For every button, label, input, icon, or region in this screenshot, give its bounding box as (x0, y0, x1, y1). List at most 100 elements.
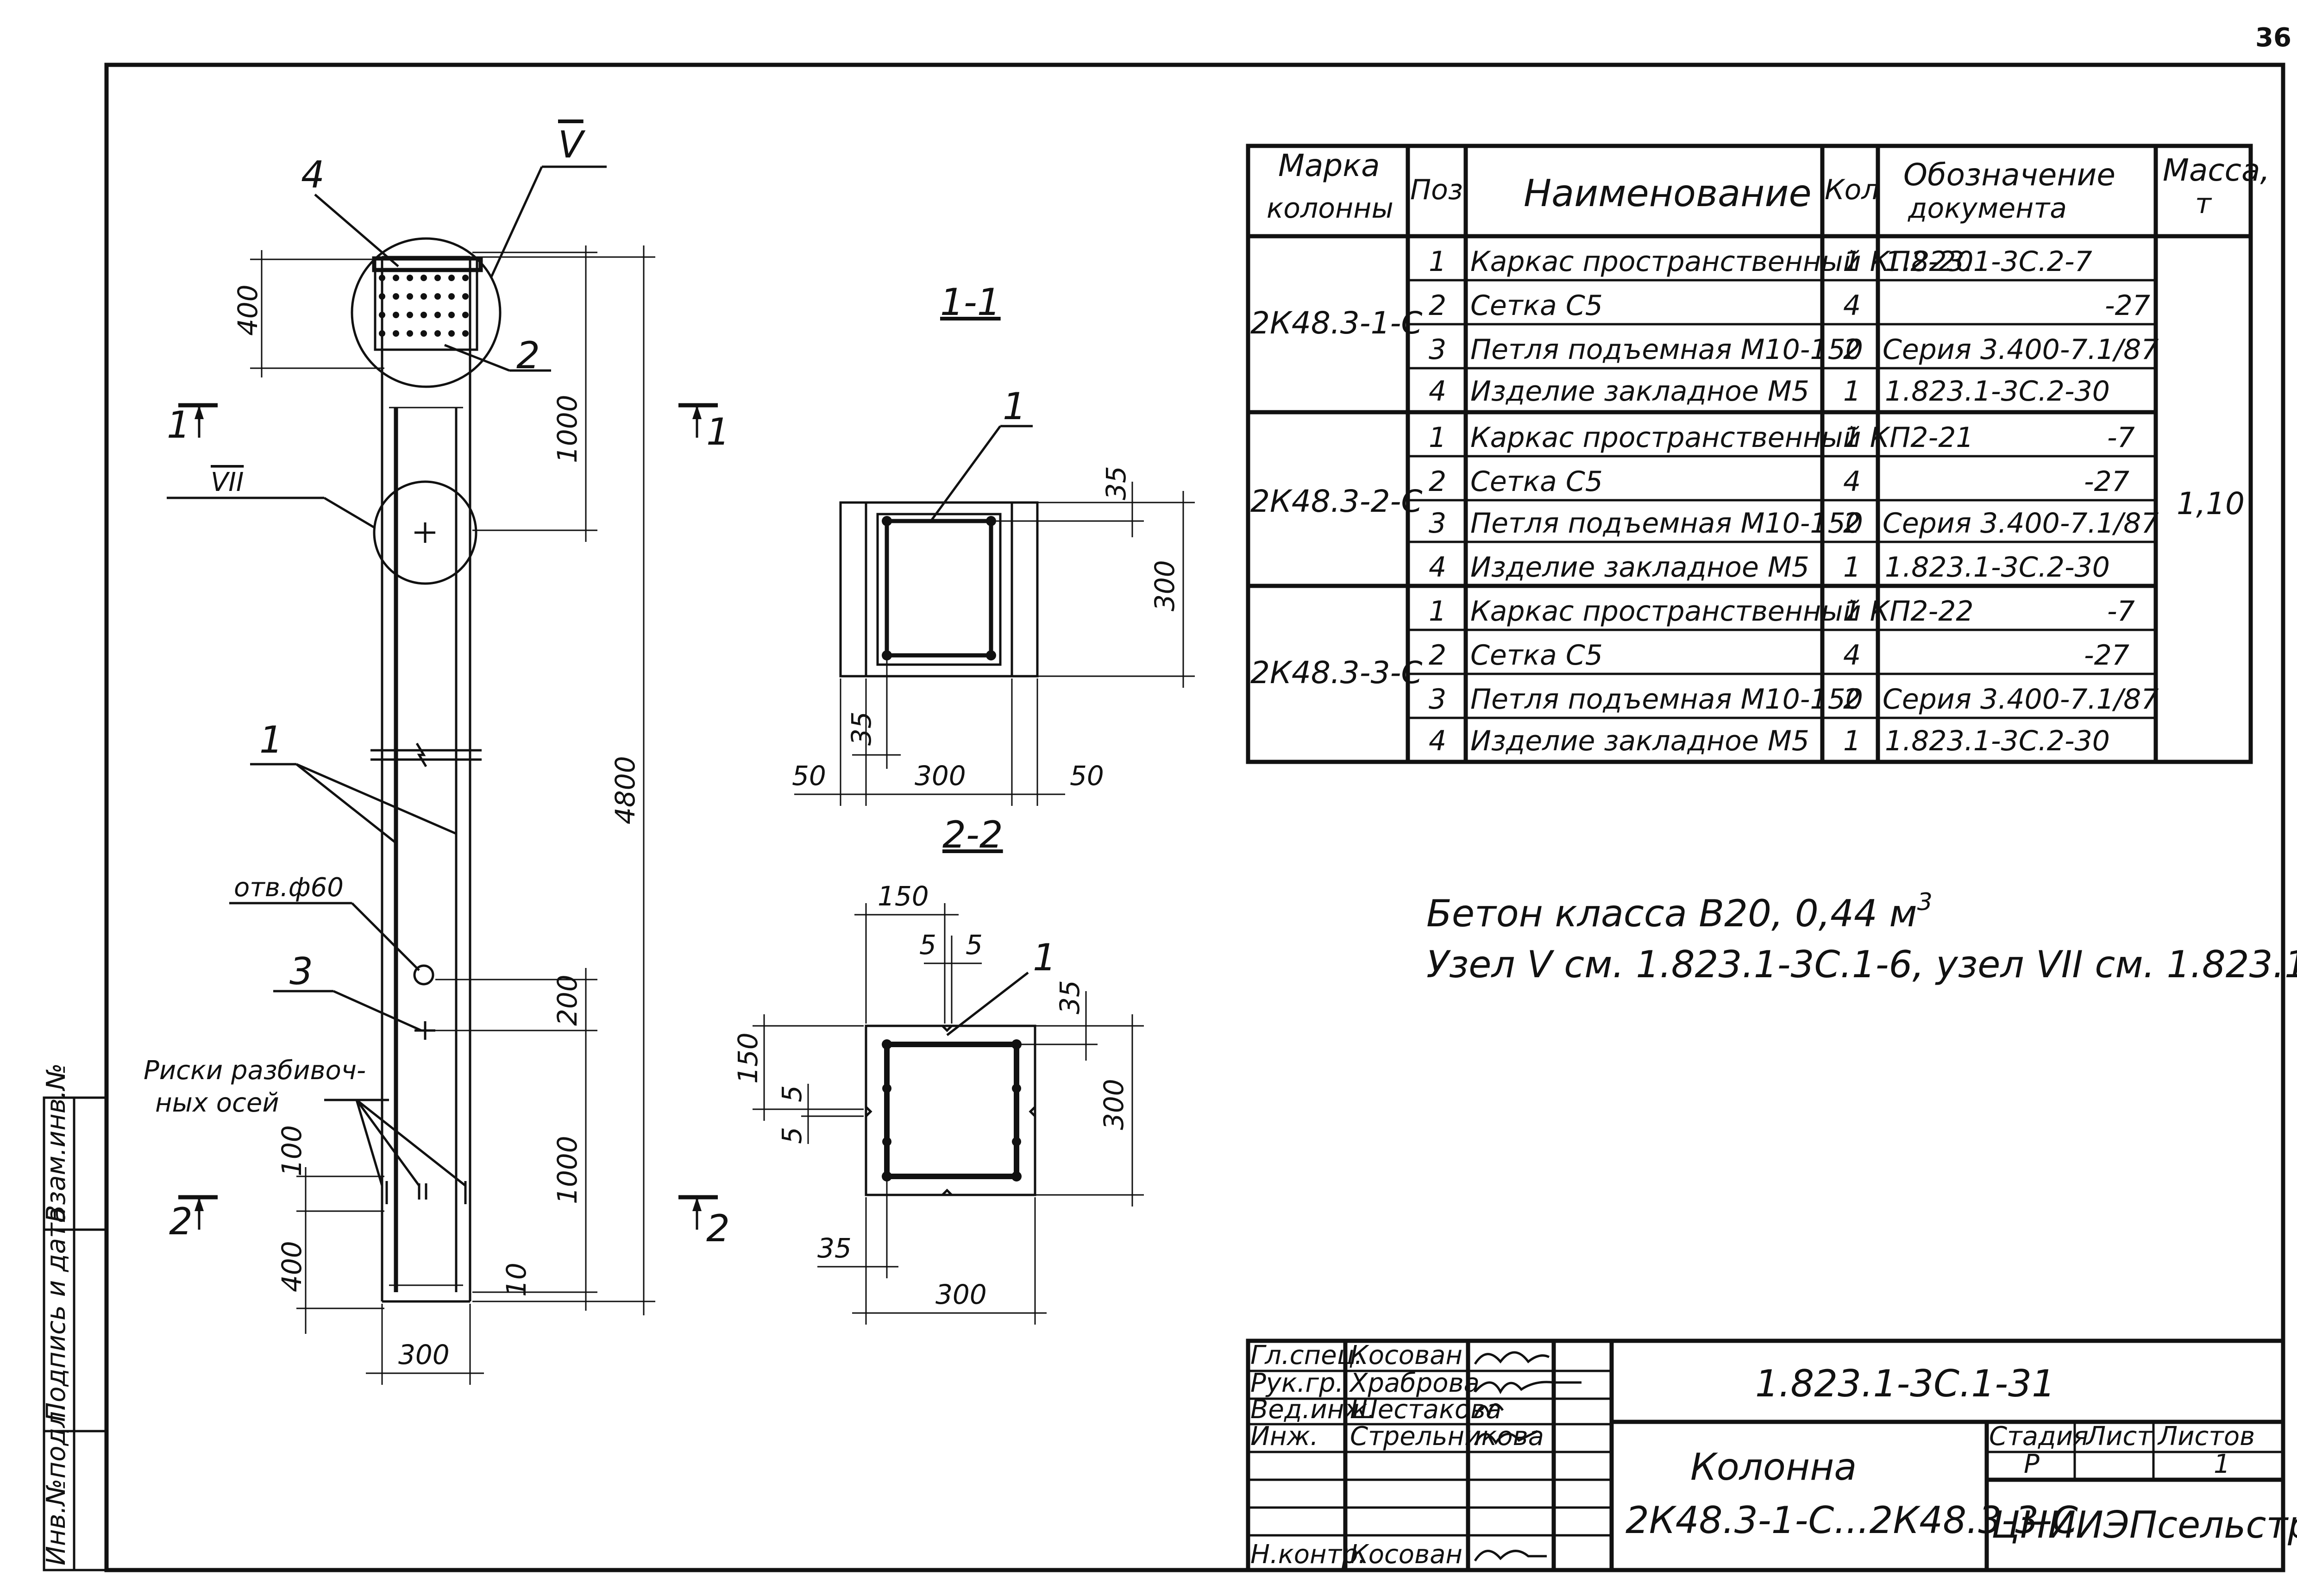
table-cell-name: Петля подъемная М10-150 (1470, 507, 1863, 540)
tb-name-2: Храброва (1349, 1368, 1480, 1398)
th-qty: Кол (1825, 174, 1879, 206)
table-cell-qty: 2 (1843, 507, 1861, 540)
tb-name-3: Шестакова (1350, 1395, 1501, 1425)
table-cell-qty: 4 (1843, 289, 1861, 322)
section-2-2-pos: 1 (1033, 936, 1056, 979)
s22-dim-5-b: 5 (966, 929, 983, 961)
hole-label: отв.ф60 (234, 873, 344, 903)
tb-role-7: Н.контр. (1250, 1539, 1367, 1570)
group-mark-1: 2К48.3-1-С (1250, 305, 1423, 341)
signatures (1474, 1351, 1582, 1562)
dim-4800: 4800 (609, 756, 641, 824)
tb-title-2: 2К48.3-1-С...2К48.3-3-С (1625, 1499, 2078, 1542)
table-cell-qty: 2 (1843, 333, 1861, 366)
s22-dim-5-c: 5 (776, 1085, 808, 1102)
section-2-2: 2-2 1 150 5 5 35 300 150 5 (732, 813, 1144, 1325)
th-mark-2: колонны (1267, 192, 1393, 225)
tb-name-1: Косован (1350, 1340, 1462, 1370)
table-cell-doc: -27 (2084, 465, 2129, 498)
table-cell-pos: 1 (1429, 421, 1446, 454)
dim-100: 100 (276, 1125, 308, 1176)
dim-200: 200 (552, 974, 583, 1026)
table-cell-qty: 1 (1843, 245, 1861, 278)
group-mark-2: 2К48.3-2-С (1250, 484, 1423, 519)
table-cell-pos: 2 (1429, 289, 1446, 322)
axis-marks-label-2: ных осей (155, 1088, 279, 1118)
tb-name-4: Стрельникова (1350, 1421, 1544, 1451)
th-mark-1: Марка (1278, 148, 1380, 183)
th-name: Наименование (1524, 172, 1812, 215)
section1-left: 1 (167, 403, 190, 446)
note-node-refs: Узел V см. 1.823.1-3С.1-6, узел VII см. … (1426, 943, 2297, 986)
s22-dim-150-left: 150 (732, 1032, 764, 1084)
table-cell-name: Изделие закладное М5 (1470, 551, 1809, 584)
table-cell-name: Сетка С5 (1470, 639, 1603, 672)
dim-1000-bot: 1000 (552, 1136, 583, 1204)
note-concrete: Бетон класса В20, 0,44 м3 (1426, 888, 1933, 935)
table-cell-qty: 4 (1843, 465, 1861, 498)
table-cell-qty: 1 (1843, 375, 1861, 408)
th-mass-1: Масса, (2163, 152, 2270, 188)
s11-dim-35-top: 35 (1100, 466, 1132, 500)
stamp-inv-orig: Инв.№подл. (41, 1403, 71, 1565)
table-cell-pos: 1 (1429, 595, 1446, 628)
tb-name-7: Косован (1350, 1539, 1462, 1570)
table-cell-doc: -7 (2107, 421, 2135, 454)
table-cell-name: Каркас пространственный КП2-22 (1470, 595, 1974, 628)
table-cell-doc: Серия 3.400-7.1/87 (1883, 683, 2159, 716)
table-cell-qty: 1 (1843, 421, 1861, 454)
table-cell-pos: 2 (1429, 465, 1446, 498)
spec-table: Марка колонны Поз Наименование Кол Обозн… (1246, 144, 2270, 764)
s22-dim-35-top: 35 (1054, 980, 1086, 1014)
note-concrete-sup: 3 (1917, 888, 1933, 916)
tb-title-1: Колонна (1690, 1445, 1857, 1489)
tb-role-2: Рук.гр. (1250, 1368, 1343, 1398)
dim-10: 10 (501, 1263, 532, 1297)
column-elevation: V 4 2 VII 1 1 2 2 1 (144, 123, 730, 1385)
th-doc-2: документа (1908, 192, 2067, 225)
s22-dim-300-side: 300 (1098, 1079, 1130, 1130)
table-cell-qty: 2 (1843, 683, 1861, 716)
page-number: 36 (2255, 23, 2291, 53)
table-mass: 1,10 (2177, 486, 2245, 522)
pos2-label: 2 (516, 334, 540, 377)
tb-sheet-label: Лист (2085, 1421, 2153, 1451)
section-1-1: 1-1 1 35 300 35 50 300 50 (792, 281, 1195, 806)
title-block: Гл.спец. Рук.гр. Вед.инж. Инж. Н.контр. … (1246, 1338, 2297, 1572)
s22-dim-150-top: 150 (878, 880, 929, 912)
th-mass-2: т (2195, 188, 2212, 220)
s22-dim-35-bot: 35 (817, 1232, 852, 1264)
section2-right: 2 (706, 1207, 730, 1250)
table-cell-name: Сетка С5 (1470, 465, 1603, 498)
th-doc-1: Обозначение (1903, 157, 2115, 193)
dim-300-column: 300 (398, 1339, 450, 1370)
sheet-frame (104, 63, 2285, 1572)
table-cell-name: Петля подъемная М10-150 (1470, 683, 1863, 716)
tb-role-1: Гл.спец. (1250, 1340, 1363, 1370)
tb-doc-code: 1.823.1-3С.1-31 (1755, 1362, 2055, 1405)
table-cell-pos: 1 (1429, 245, 1446, 278)
table-cell-doc: -7 (2107, 595, 2135, 628)
table-cell-pos: 3 (1429, 333, 1446, 366)
tb-role-4: Инж. (1250, 1421, 1318, 1451)
s11-dim-300-bot: 300 (915, 760, 966, 792)
tb-sheets-label: Листов (2157, 1421, 2255, 1451)
table-cell-name: Каркас пространственный КП2-21 (1470, 421, 1974, 454)
table-cell-doc: 1.823.1-3С.2-30 (1885, 725, 2110, 757)
section-1-1-pos: 1 (1003, 385, 1026, 428)
table-cell-name: Сетка С5 (1470, 289, 1603, 322)
table-cell-name: Петля подъемная М10-150 (1470, 333, 1863, 366)
s22-dim-5-a: 5 (919, 929, 936, 961)
s11-dim-50-left: 50 (792, 760, 826, 792)
table-cell-qty: 1 (1843, 595, 1861, 628)
table-cell-pos: 4 (1429, 725, 1446, 757)
table-cell-pos: 4 (1429, 551, 1446, 584)
dim-400-bot: 400 (276, 1241, 308, 1292)
table-cell-qty: 1 (1843, 725, 1861, 757)
table-cell-qty: 1 (1843, 551, 1861, 584)
dim-400-top: 400 (232, 284, 264, 336)
s11-dim-35-bot: 35 (846, 711, 877, 746)
table-cell-doc: 1.823.1-3С.2-7 (1885, 245, 2092, 278)
section1-right: 1 (706, 410, 730, 453)
